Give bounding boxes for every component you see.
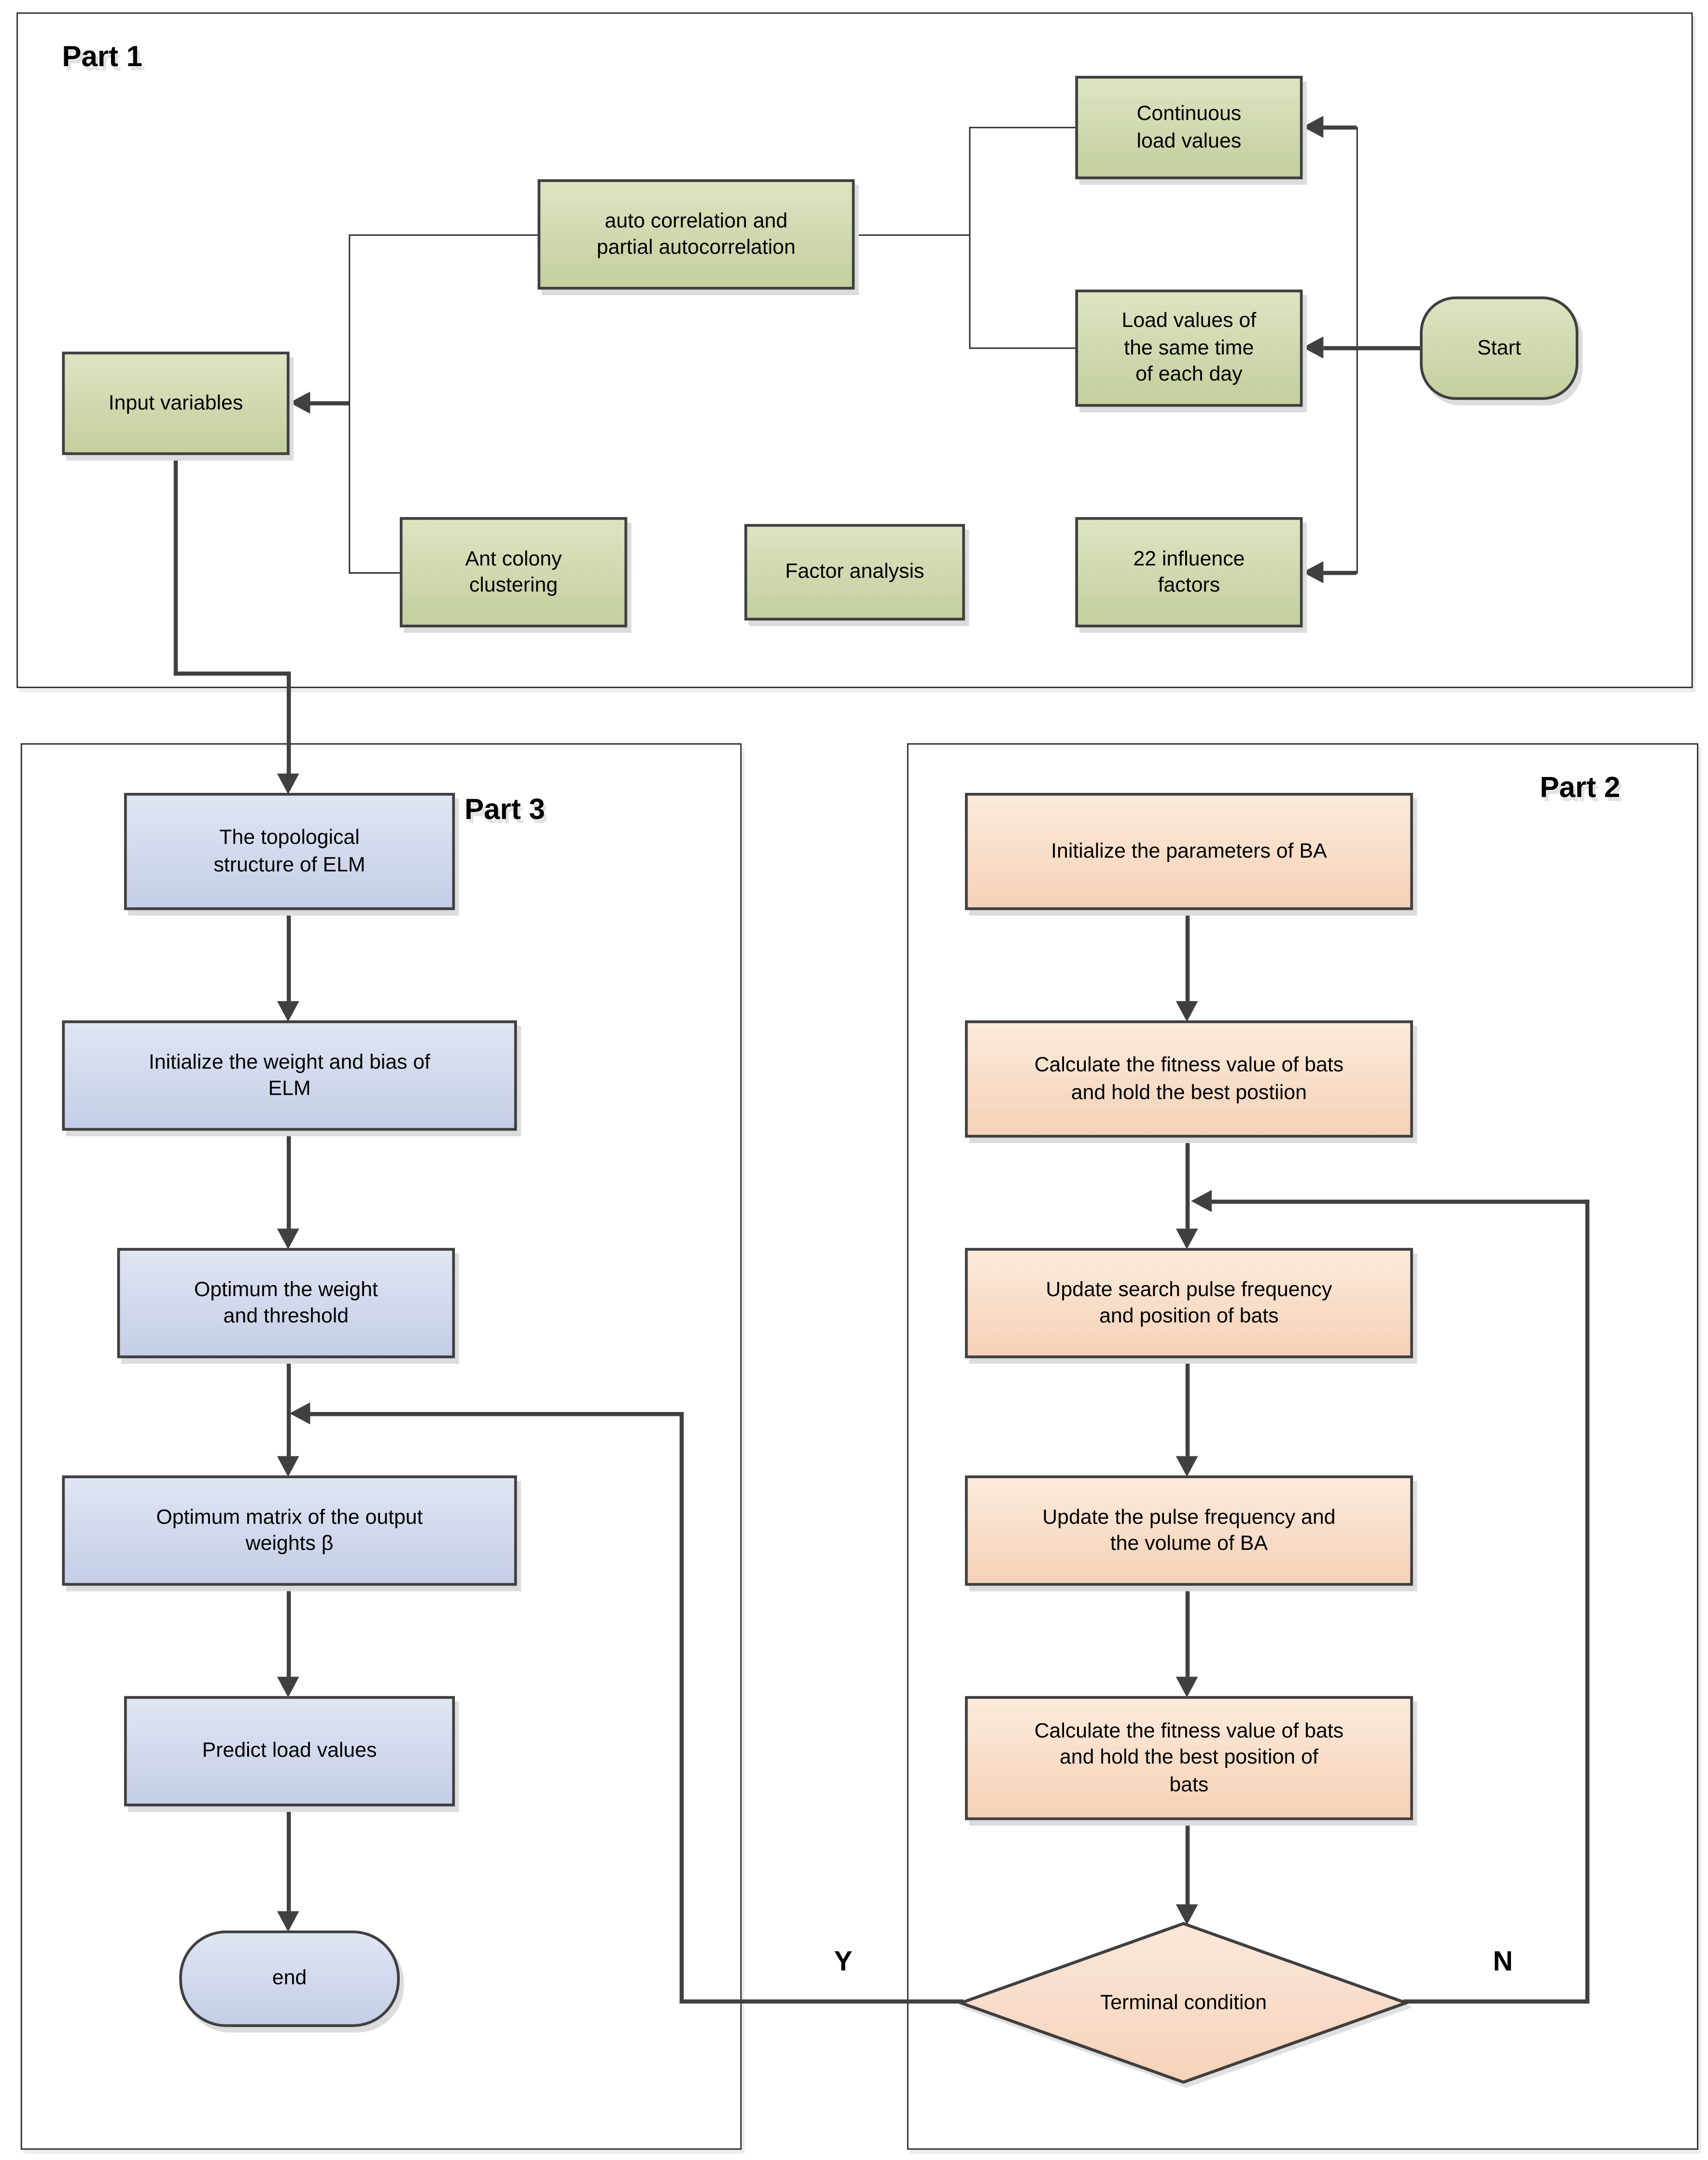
- line-bracket-to-continuous: [969, 127, 1076, 128]
- node-influence-factors: 22 influence factors: [1075, 517, 1303, 628]
- part2-frame: [907, 743, 1698, 2150]
- part1-frame: [16, 12, 1693, 688]
- node-load-values-same-time: Load values of the same time of each day: [1075, 289, 1303, 407]
- connector-start-to-load-values: [1323, 346, 1420, 351]
- arrowhead-into-update-pulse: [1176, 1456, 1198, 1477]
- connector-input-variables-down: [173, 455, 178, 676]
- node-update-search: Update search pulse frequency and positi…: [965, 1248, 1413, 1358]
- line-left-bracket-vertical: [349, 234, 350, 574]
- node-continuous-load-values: Continuous load values: [1075, 76, 1303, 180]
- connector-optimum-weight-to-matrix: [286, 1358, 291, 1456]
- arrowhead-into-load-values: [1302, 336, 1324, 359]
- node-update-pulse: Update the pulse frequency and the volum…: [965, 1475, 1413, 1586]
- node-end: end: [179, 1930, 400, 2027]
- node-optimum-weight: Optimum the weight and threshold: [117, 1248, 455, 1358]
- connector-topological-to-initialize: [286, 910, 291, 1002]
- node-input-variables: Input variables: [62, 352, 290, 455]
- line-right-bracket-vertical: [969, 127, 971, 349]
- line-bracket-to-ant-colony: [349, 572, 400, 574]
- terminal-condition-diamond-shape: [958, 1922, 1409, 2084]
- connector-initba-to-calc1: [1185, 910, 1190, 1002]
- connector-bracket-to-input-variables: [310, 401, 349, 406]
- branch-label-no: N: [1493, 1947, 1513, 1977]
- part3-frame: [20, 743, 742, 2150]
- arrowhead-n-loop-join: [1191, 1190, 1212, 1212]
- part2-label: Part 2: [1540, 772, 1621, 804]
- node-calc-fitness-1: Calculate the fitness value of bats and …: [965, 1020, 1413, 1138]
- node-optimum-matrix: Optimum matrix of the output weights β: [62, 1475, 517, 1586]
- arrowhead-into-topological: [277, 773, 299, 794]
- line-bracket-to-load-values: [969, 347, 1076, 349]
- connector-branch-to-influence-factors: [1323, 571, 1357, 575]
- connector-update-search-to-update-pulse: [1185, 1358, 1190, 1456]
- node-auto-correlation: auto correlation and partial autocorrela…: [537, 179, 855, 290]
- node-start: Start: [1420, 296, 1579, 400]
- node-calc-fitness-2: Calculate the fitness value of bats and …: [965, 1696, 1413, 1821]
- connector-predict-to-end: [286, 1806, 291, 1911]
- arrowhead-y-loop-join: [289, 1402, 310, 1425]
- arrowhead-into-optimum-weight: [277, 1228, 299, 1250]
- arrowhead-into-predict: [277, 1677, 299, 1698]
- connector-branch-to-continuous: [1323, 125, 1357, 130]
- connector-update-pulse-to-calc2: [1185, 1585, 1190, 1677]
- part3-label: Part 3: [464, 794, 545, 826]
- arrowhead-into-calc2: [1176, 1677, 1198, 1698]
- arrowhead-into-diamond: [1176, 1904, 1198, 1925]
- part1-label: Part 1: [62, 41, 143, 73]
- arrowhead-into-optimum-matrix: [277, 1456, 299, 1477]
- node-topological-structure: The topological structure of ELM: [124, 792, 455, 910]
- node-terminal-condition: Terminal condition: [1100, 1991, 1267, 2015]
- node-initialize-ba: Initialize the parameters of BA: [965, 792, 1413, 910]
- connector-y-loop-horizontal: [308, 1412, 681, 1416]
- node-predict-load: Predict load values: [124, 1696, 455, 1807]
- connector-input-variables-jog: [173, 671, 290, 676]
- connector-calc2-to-diamond: [1185, 1820, 1190, 1905]
- arrowhead-into-influence-factors: [1302, 561, 1324, 583]
- arrowhead-into-calc1: [1176, 1001, 1198, 1022]
- connector-calc1-to-update-search: [1185, 1137, 1190, 1229]
- branch-label-yes: Y: [834, 1947, 853, 1977]
- line-autocorr-right: [854, 234, 969, 236]
- arrowhead-into-update-search: [1176, 1228, 1198, 1250]
- arrowhead-into-end: [277, 1911, 299, 1932]
- arrowhead-into-continuous: [1302, 115, 1324, 138]
- connector-n-loop-horizontal: [1210, 1200, 1588, 1204]
- connector-n-from-diamond: [1403, 1999, 1588, 2004]
- connector-n-loop-vertical: [1585, 1200, 1590, 2004]
- connector-matrix-to-predict: [286, 1585, 291, 1677]
- connector-y-loop-vertical: [679, 1412, 684, 2004]
- connector-into-part3: [286, 671, 291, 776]
- arrowhead-into-initialize-elm: [277, 1001, 299, 1022]
- line-autocorr-left: [349, 234, 538, 236]
- node-initialize-elm: Initialize the weight and bias of ELM: [62, 1020, 517, 1131]
- node-factor-analysis: Factor analysis: [744, 524, 965, 621]
- connector-y-from-diamond: [679, 1999, 964, 2004]
- arrowhead-into-input-variables: [289, 391, 310, 414]
- node-ant-colony-clustering: Ant colony clustering: [400, 517, 628, 628]
- connector-initialize-to-optimum-weight: [286, 1130, 291, 1229]
